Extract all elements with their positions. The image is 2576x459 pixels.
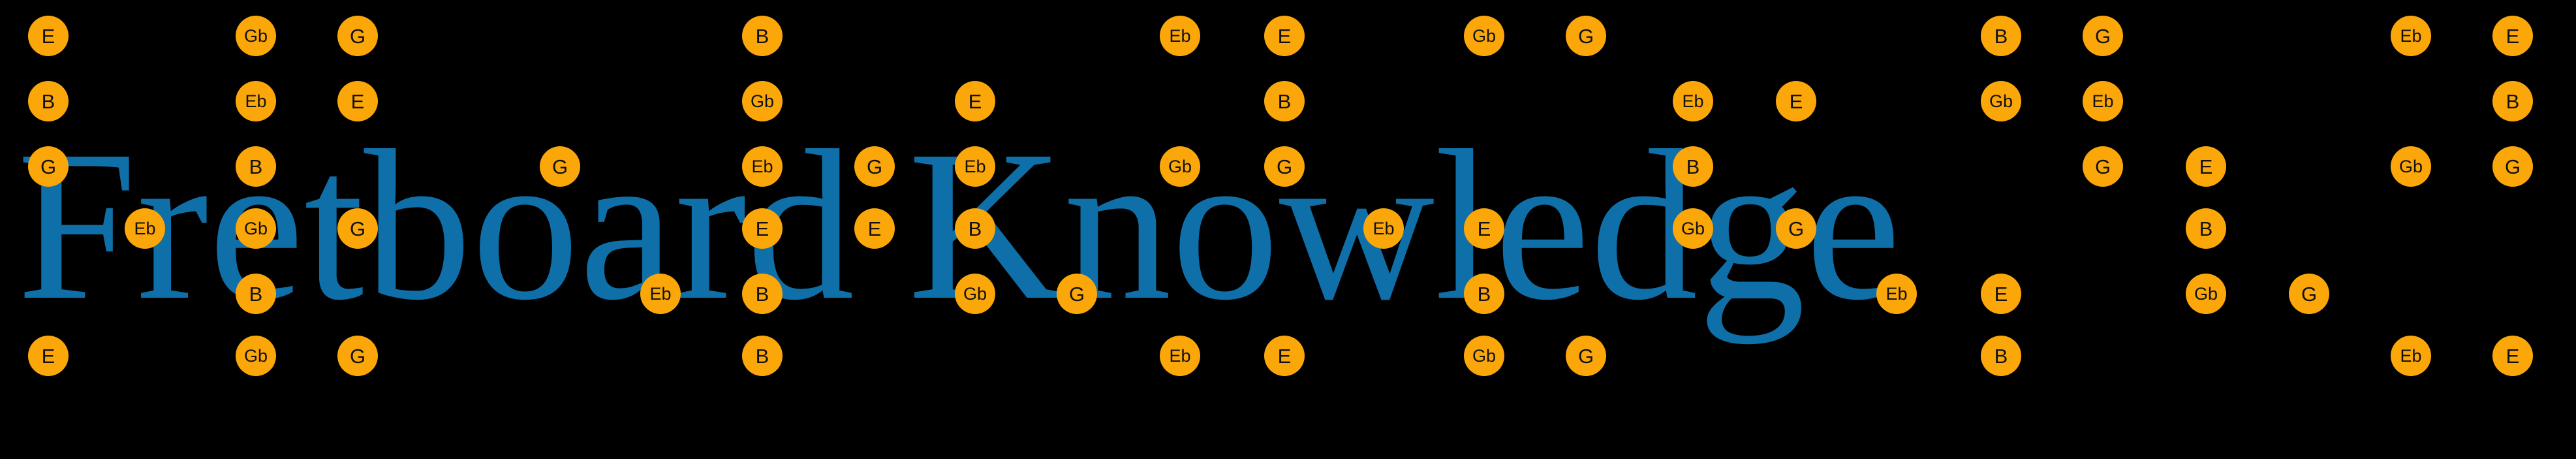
note-marker: E [28,16,69,56]
note-marker: Eb [2391,16,2431,56]
note-marker: E [742,208,783,249]
note-marker: B [742,274,783,314]
note-marker: G [1776,208,1816,249]
note-marker: G [1566,336,1606,376]
note-marker: B [955,208,995,249]
note-marker: Gb [1160,146,1200,187]
note-marker: G [28,146,69,187]
note-marker: Eb [1876,274,1917,314]
note-marker: G [2083,16,2123,56]
note-marker: Gb [1673,208,1713,249]
note-marker: Eb [955,146,995,187]
note-marker: E [854,208,895,249]
note-marker: Gb [742,81,783,121]
note-marker: G [1057,274,1097,314]
note-marker: E [337,81,378,121]
note-marker: Gb [2186,274,2226,314]
note-marker: G [337,336,378,376]
note-marker: B [1981,16,2021,56]
note-marker: Eb [1160,336,1200,376]
note-marker: Eb [1363,208,1404,249]
note-marker: Eb [125,208,165,249]
note-marker: B [2492,81,2533,121]
note-marker: Eb [640,274,681,314]
note-marker: Eb [742,146,783,187]
note-marker: Gb [236,208,276,249]
note-marker: B [236,274,276,314]
note-marker: E [2492,16,2533,56]
note-marker: B [742,336,783,376]
note-marker: Eb [1160,16,1200,56]
note-marker: B [1673,146,1713,187]
note-marker: G [854,146,895,187]
note-marker: E [2492,336,2533,376]
note-marker: B [1464,274,1504,314]
note-marker: Gb [236,336,276,376]
note-marker: G [2289,274,2329,314]
note-marker: B [28,81,69,121]
note-marker: Eb [1673,81,1713,121]
note-marker: Gb [1464,16,1504,56]
note-marker: Eb [2391,336,2431,376]
note-marker: G [337,16,378,56]
note-marker: G [540,146,580,187]
note-marker: B [236,146,276,187]
note-marker: Gb [955,274,995,314]
note-marker: B [1981,336,2021,376]
note-marker: Gb [2391,146,2431,187]
note-marker: E [28,336,69,376]
note-marker: Gb [1464,336,1504,376]
note-marker: B [1264,81,1305,121]
note-marker: G [1566,16,1606,56]
note-marker: Eb [236,81,276,121]
note-marker: Eb [2083,81,2123,121]
note-marker: E [1464,208,1504,249]
note-marker: E [1981,274,2021,314]
note-marker: G [2492,146,2533,187]
note-marker: Gb [1981,81,2021,121]
note-marker: G [2083,146,2123,187]
note-marker: B [2186,208,2226,249]
note-marker: E [1776,81,1816,121]
note-marker: Gb [236,16,276,56]
note-marker: E [955,81,995,121]
note-marker: G [337,208,378,249]
note-marker: E [2186,146,2226,187]
note-marker: E [1264,16,1305,56]
note-marker: E [1264,336,1305,376]
note-marker: B [742,16,783,56]
note-marker: G [1264,146,1305,187]
